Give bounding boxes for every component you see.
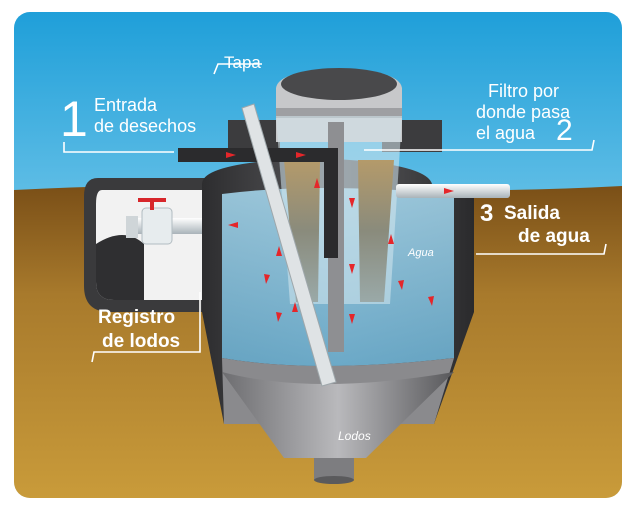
label-tapa: Tapa <box>224 53 261 72</box>
diagonal-pipe <box>241 103 337 387</box>
flow-arrows <box>226 152 454 324</box>
label-registro-line1: Registro <box>98 307 176 328</box>
label-filtro-line2: donde pasa <box>476 102 571 122</box>
label-lines <box>63 63 607 363</box>
label-filtro-number: 2 <box>556 114 573 147</box>
diagram-canvas <box>14 12 622 498</box>
label-lodos: Lodos <box>338 429 371 443</box>
label-registro-line2: de lodos <box>102 331 181 352</box>
label-salida-line1: Salida <box>504 203 560 224</box>
label-agua: Agua <box>408 247 434 259</box>
sludge-register <box>84 178 219 312</box>
label-salida-number: 3 <box>480 200 494 227</box>
label-filtro-line1: Filtro por <box>488 81 560 101</box>
tank-cone <box>222 372 454 484</box>
label-salida-line2: de agua <box>518 226 590 247</box>
septic-tank-diagram: Tapa 1 Entrada de desechos Filtro por do… <box>14 12 622 498</box>
label-entrada-line1: Entrada <box>94 95 158 115</box>
label-entrada-number: 1 <box>60 91 88 147</box>
label-entrada-line2: de desechos <box>94 116 197 136</box>
label-filtro-line3: el agua <box>476 123 536 143</box>
